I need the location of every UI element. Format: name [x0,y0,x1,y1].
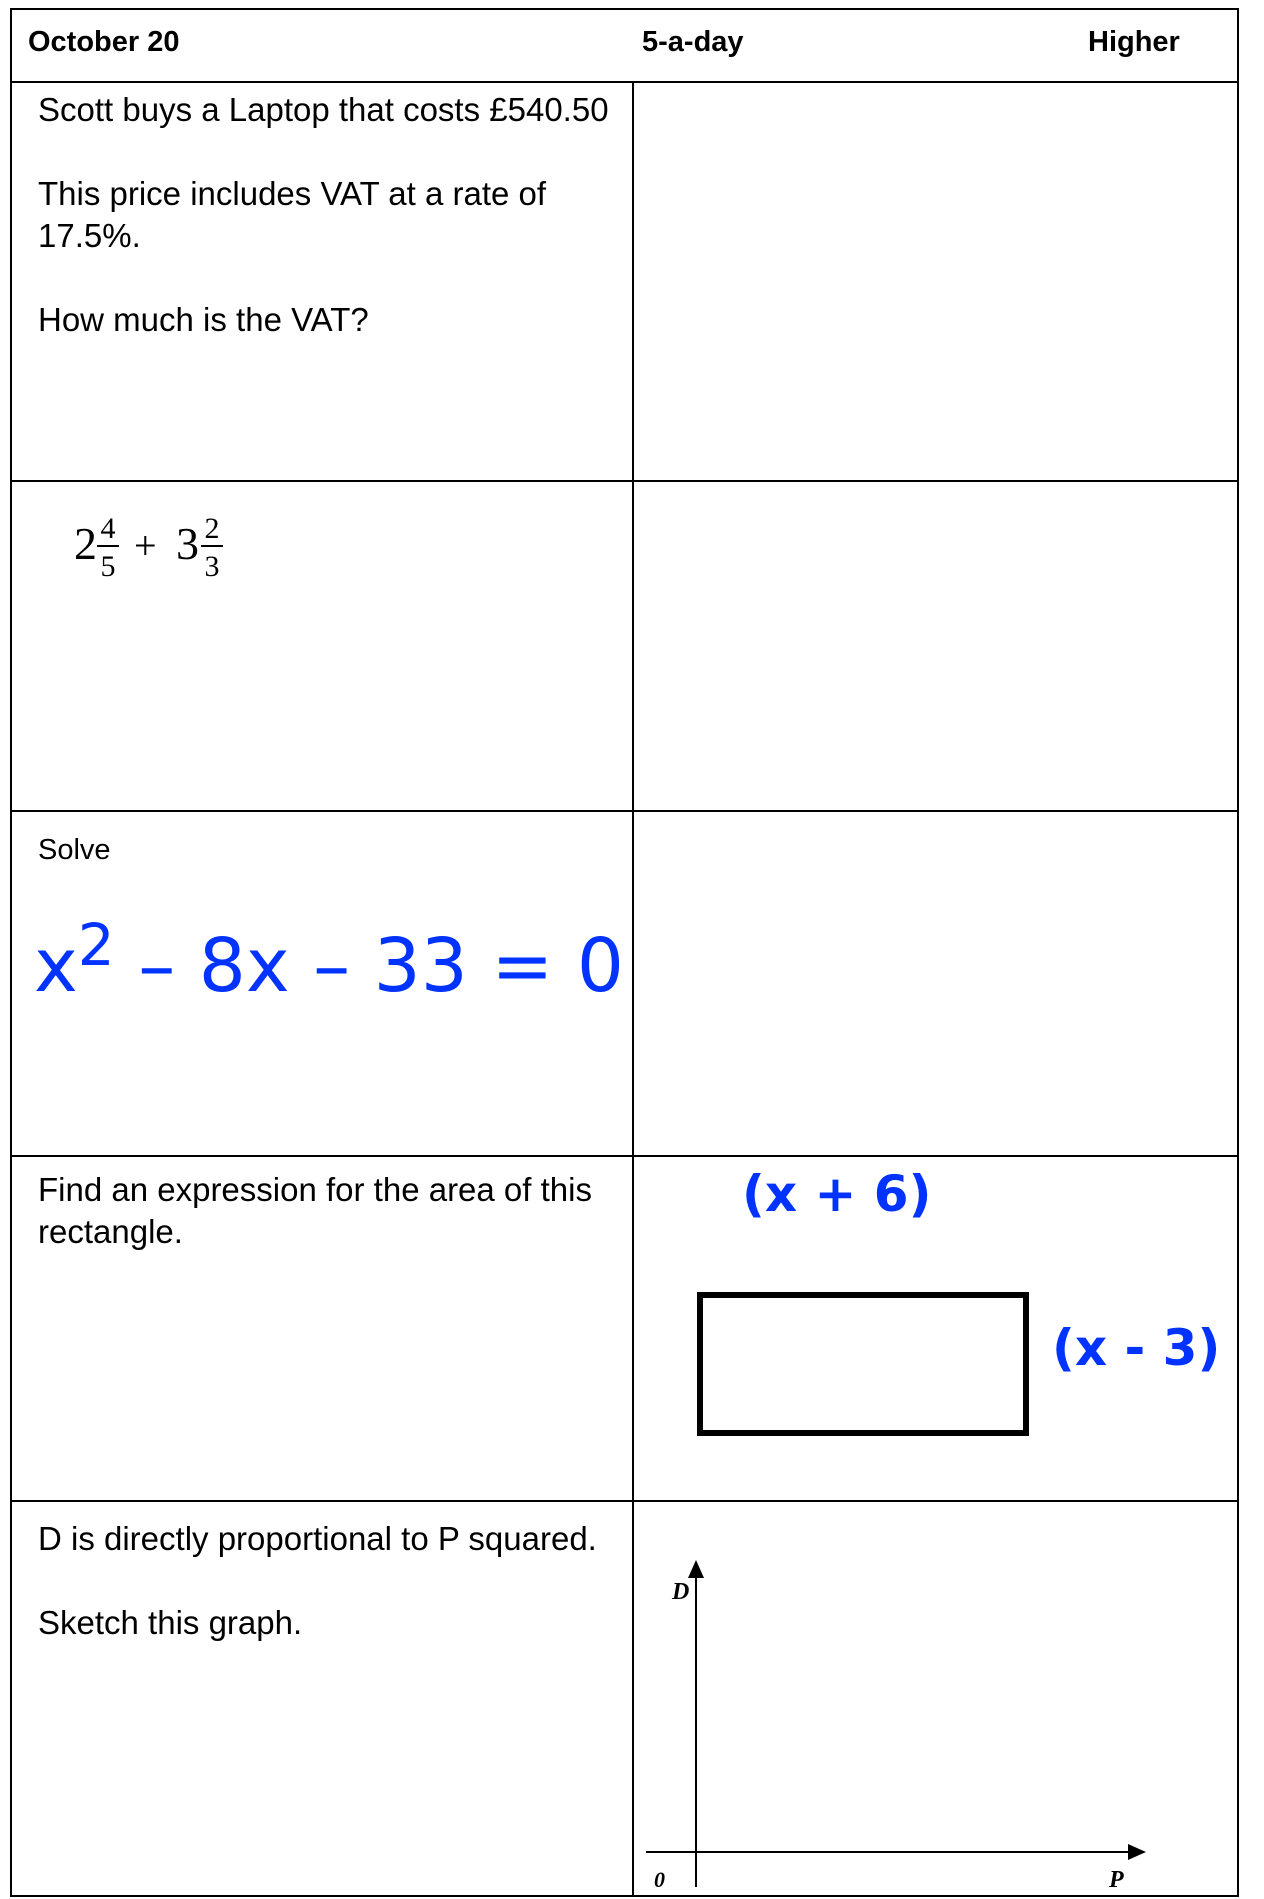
header-title: 5-a-day [642,26,744,58]
q1-line-3: How much is the VAT? [38,301,369,338]
whole-2: 3 [176,518,199,569]
rectangle-height-label: (x - 3) [1052,1319,1221,1377]
question-row-5: D is directly proportional to P squared.… [12,1502,1237,1899]
question-row-1: Scott buys a Laptop that costs £540.50 T… [12,83,1237,482]
denominator-2: 3 [205,550,220,583]
solve-label: Solve [38,834,111,866]
y-axis-label: D [671,1579,689,1605]
q5-line-1: D is directly proportional to P squared. [38,1520,597,1557]
equation-x: x [34,923,78,1010]
origin-label: 0 [654,1867,665,1892]
rectangle-shape [697,1292,1029,1436]
question-row-4: Find an expression for the area of this … [12,1157,1237,1502]
plus-sign: + [134,523,157,568]
numerator-2: 2 [205,512,220,545]
q1-line-1: Scott buys a Laptop that costs £540.50 [38,91,609,128]
x-axis-label: P [1108,1867,1124,1893]
denominator-1: 5 [101,550,116,583]
mixed-fraction-expression: 2 4 5 + 3 2 3 [74,512,223,583]
whole-1: 2 [74,518,97,569]
q1-line-2: This price includes VAT at a rate of 17.… [38,175,547,254]
numerator-1: 4 [101,512,116,545]
header-row: October 20 5-a-day Higher [12,10,1237,83]
question-5-text: D is directly proportional to P squared.… [38,1518,618,1644]
q5-line-2: Sketch this graph. [38,1604,303,1641]
question-4-text: Find an expression for the area of this … [38,1171,592,1250]
column-divider [632,83,634,1895]
worksheet: October 20 5-a-day Higher Scott buys a L… [10,8,1239,1897]
equation-rest: – 8x – 33 = 0 [138,923,624,1010]
proportion-axes: D P 0 [646,1560,1146,1893]
question-row-2: 2 4 5 + 3 2 3 [12,482,1237,812]
equation-exponent: 2 [77,911,115,979]
header-level: Higher [1088,26,1180,58]
question-row-3: Solve x2 – 8x – 33 = 0 [12,812,1237,1157]
rectangle-width-label: (x + 6) [742,1165,932,1223]
quadratic-equation: x2 – 8x – 33 = 0 [34,890,624,1021]
question-1-text: Scott buys a Laptop that costs £540.50 T… [38,89,618,341]
header-date: October 20 [28,26,180,58]
